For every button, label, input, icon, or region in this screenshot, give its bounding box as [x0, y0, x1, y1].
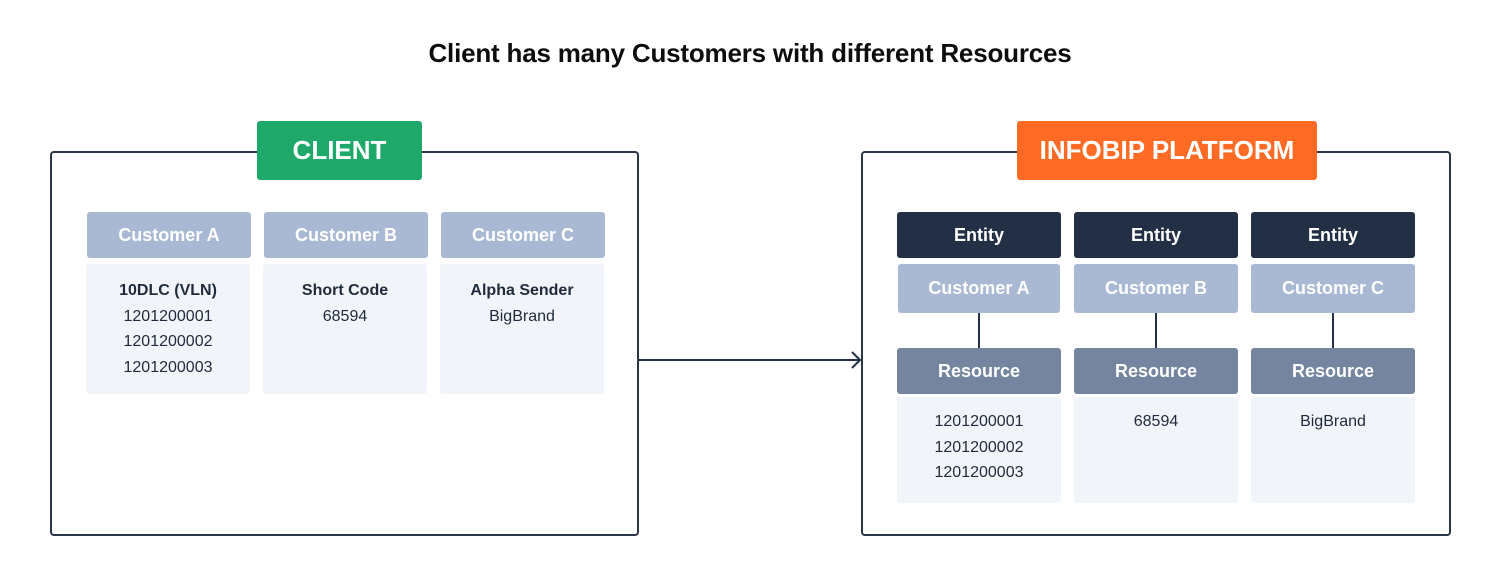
platform-customer-b: Customer B — [1074, 264, 1238, 313]
resource-value: BigBrand — [489, 307, 555, 325]
resource-type-label: 10DLC (VLN) — [119, 282, 217, 299]
connector-line — [1332, 313, 1334, 348]
platform-resource-b-card: 68594 — [1074, 397, 1238, 503]
platform-label: INFOBIP PLATFORM — [1017, 121, 1317, 180]
platform-entity-a: Entity — [897, 212, 1061, 258]
resource-value: 68594 — [322, 307, 368, 325]
platform-resource-c: Resource — [1251, 348, 1415, 394]
platform-entity-b: Entity — [1074, 212, 1238, 258]
platform-customer-a: Customer A — [898, 264, 1060, 313]
resource-value: 1201200003 — [934, 464, 1024, 481]
client-customer-a-header: Customer A — [87, 212, 251, 258]
resource-value: BigBrand — [1300, 413, 1366, 430]
resource-value: 1201200001 — [934, 413, 1024, 430]
client-label: CLIENT — [257, 121, 422, 180]
connector-line — [978, 313, 980, 348]
resource-value: 1201200002 — [934, 438, 1024, 456]
platform-resource-a: Resource — [897, 348, 1061, 394]
diagram-title: Client has many Customers with different… — [428, 38, 1072, 68]
platform-resource-a-card: 1201200001 1201200002 1201200003 — [897, 397, 1061, 503]
connector-line — [1155, 313, 1157, 348]
platform-resource-c-card: BigBrand — [1251, 397, 1415, 503]
client-customer-b-header: Customer B — [264, 212, 428, 258]
resource-value: 1201200002 — [123, 333, 213, 350]
client-customer-a-card: 10DLC (VLN) 1201200001 1201200002 120120… — [86, 264, 250, 394]
resource-type-label: Alpha Sender — [470, 282, 574, 299]
platform-resource-b: Resource — [1074, 348, 1238, 394]
resource-value: 1201200001 — [123, 307, 213, 325]
resource-value: 1201200003 — [123, 358, 213, 376]
client-customer-b-card: Short Code 68594 — [263, 264, 427, 394]
arrow-head — [851, 351, 862, 369]
platform-customer-c: Customer C — [1251, 264, 1415, 313]
client-customer-c-header: Customer C — [441, 212, 605, 258]
platform-entity-c: Entity — [1251, 212, 1415, 258]
resource-type-label: Short Code — [301, 282, 389, 299]
resource-value: 68594 — [1133, 413, 1179, 430]
client-customer-c-card: Alpha Sender BigBrand — [440, 264, 604, 394]
